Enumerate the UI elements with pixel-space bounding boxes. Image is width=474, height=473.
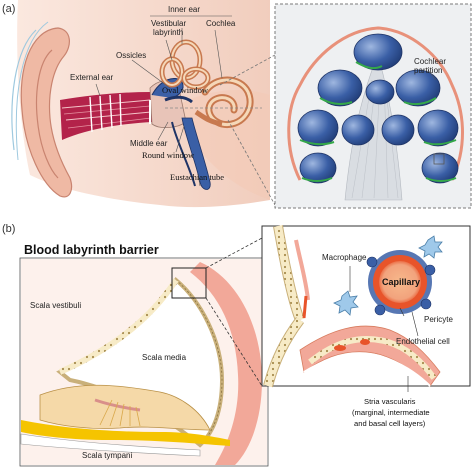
label-cochlear-partition-1: Cochlear (414, 57, 446, 66)
basilar-band (21, 420, 230, 446)
stria-zoom-box (171, 267, 207, 299)
detail-marker (433, 153, 445, 165)
panel-a: (a) (2, 0, 472, 209)
label-stria-3: and basal cell layers) (354, 419, 426, 428)
label-stria-2: (marginal, intermediate (352, 408, 430, 417)
zoom-line-upper (219, 54, 276, 86)
stria-detail: Macrophage Capillary Pericyte Endothelia… (261, 225, 471, 388)
label-scala-vestibuli: Scala vestibuli (30, 301, 81, 310)
cochlea-cross-section (274, 3, 472, 209)
label-capillary: Capillary (382, 277, 420, 287)
label-endothelial-cell: Endothelial cell (396, 337, 450, 346)
label-stria-1: Stria vascularis (364, 397, 416, 406)
label-inner-ear: Inner ear (168, 5, 200, 14)
label-cochlear-partition-2: partition (414, 66, 442, 75)
panel-b-tag: (b) (2, 223, 15, 235)
cochlea (194, 76, 254, 129)
stria-band (190, 262, 262, 465)
label-vestibular-1: Vestibular (151, 19, 186, 28)
label-oval-window: Oval window (162, 85, 209, 95)
panel-a-leaders (95, 28, 223, 187)
label-macrophage: Macrophage (322, 253, 367, 262)
panel-b: (b) Blood labyrinth barrier Scala vest (2, 223, 471, 467)
zoom-line-b-upper (205, 237, 263, 269)
macrophage-cells (333, 235, 443, 316)
ear-canal (60, 92, 152, 140)
zoom-line-lower (227, 119, 276, 206)
middle-ear (149, 78, 211, 190)
label-ossicles: Ossicles (116, 51, 146, 60)
panel-b-title: Blood labyrinth barrier (24, 243, 159, 257)
cochlear-turns (297, 33, 459, 184)
capillary-lumen (379, 261, 421, 303)
cochlear-partitions (299, 61, 457, 182)
label-round-window: Round window (142, 150, 195, 160)
label-cochlea: Cochlea (206, 19, 236, 28)
label-scala-media: Scala media (142, 353, 187, 362)
label-pericyte: Pericyte (424, 315, 453, 324)
label-external-ear: External ear (70, 73, 113, 82)
label-scala-tympani: Scala tympani (82, 451, 132, 460)
pinna (11, 21, 73, 198)
label-eustachian-tube: Eustachian tube (170, 172, 224, 182)
stria-tissue (299, 325, 441, 387)
panel-a-tag: (a) (2, 3, 15, 15)
label-middle-ear: Middle ear (130, 139, 168, 148)
zoom-line-b-lower (205, 297, 263, 387)
label-vestibular-2: labyrinth (153, 28, 183, 37)
